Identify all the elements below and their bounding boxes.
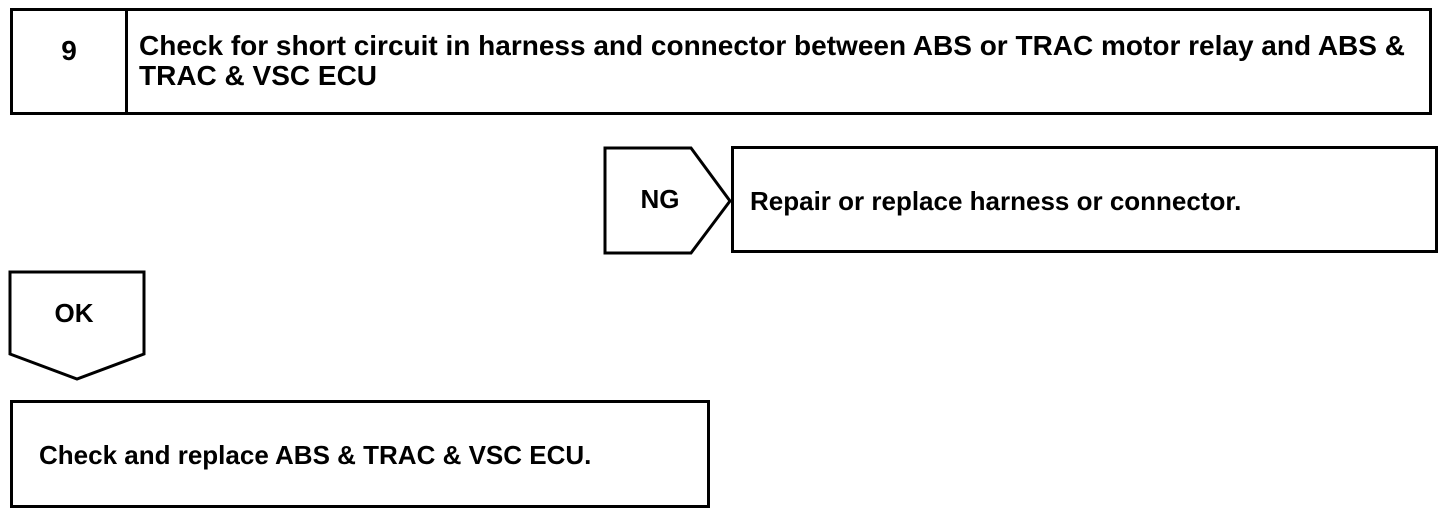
ng-action-text: Repair or replace harness or connector.	[750, 186, 1242, 216]
ng-arrow-shape	[603, 146, 732, 255]
ng-label: NG	[640, 184, 680, 214]
ok-action-text: Check and replace ABS & TRAC & VSC ECU.	[39, 440, 592, 470]
ok-label: OK	[54, 298, 94, 328]
ok-action-box: Check and replace ABS & TRAC & VSC ECU.	[10, 400, 710, 508]
step-number: 9	[61, 35, 77, 66]
ok-arrow-shape	[8, 270, 146, 381]
step-title: Check for short circuit in harness and c…	[139, 30, 1405, 91]
ng-action-box: Repair or replace harness or connector.	[731, 146, 1438, 253]
step-header-box: 9 Check for short circuit in harness and…	[10, 8, 1432, 115]
step-number-cell: 9	[13, 11, 128, 112]
